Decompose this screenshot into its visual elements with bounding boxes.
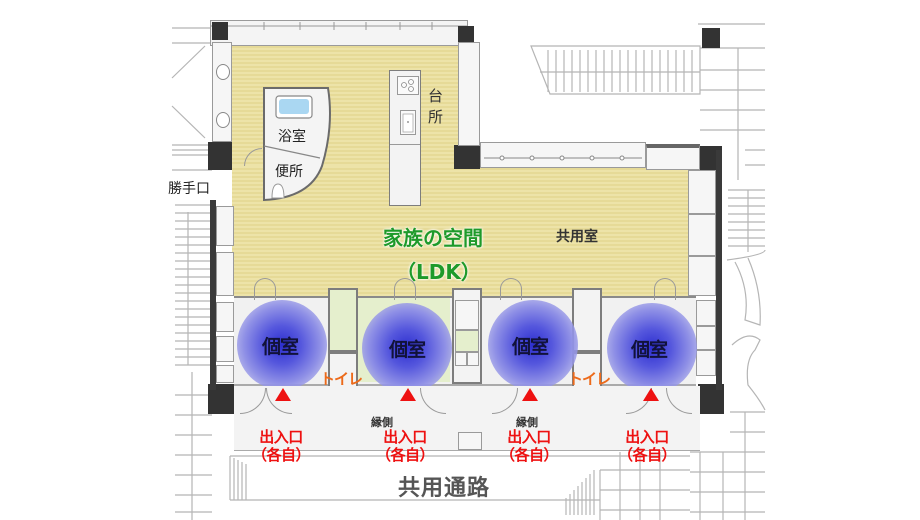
stove-icon	[397, 76, 419, 95]
entry-sub: （各自）	[375, 446, 435, 464]
top-wall-ticks	[210, 22, 468, 30]
private-room-label: 個室	[389, 339, 426, 361]
window-circle	[216, 112, 230, 128]
pillar	[458, 26, 474, 42]
entry-arrow-icon	[522, 388, 538, 401]
corridor-label: 共用通路	[398, 476, 491, 501]
private-room-label: 個室	[512, 336, 549, 358]
closet-partition	[572, 288, 602, 352]
pillar	[702, 28, 720, 48]
entry-arrow-icon	[275, 388, 291, 401]
pillar	[212, 22, 228, 40]
pillar	[208, 142, 232, 170]
entry-sub: （各自）	[499, 446, 559, 464]
left-shelves	[216, 302, 234, 332]
sink-icon	[400, 110, 416, 135]
entry-label-1: 出入口 （各自）	[244, 428, 318, 464]
kitchen-right-wall	[458, 42, 480, 146]
left-shelves	[216, 252, 234, 296]
toilet-label: トイレ	[320, 370, 363, 388]
right-shelf	[696, 350, 716, 376]
closet-shelf	[455, 330, 479, 352]
entry-arrow-icon	[400, 388, 416, 401]
ldk-floor-main	[232, 166, 688, 296]
private-rooms-bottom	[234, 384, 696, 386]
kitchen-label-1: 台	[428, 87, 444, 105]
right-wall	[716, 150, 722, 390]
entry-label-4: 出入口 （各自）	[610, 428, 684, 464]
private-room-label: 個室	[262, 336, 299, 358]
engawa-label: 縁側	[371, 416, 393, 429]
entry-arrow-icon	[643, 388, 659, 401]
door-arc	[500, 278, 522, 300]
door-arc	[254, 278, 276, 300]
private-room-4[interactable]	[607, 303, 697, 393]
engawa-step	[458, 432, 482, 450]
closet-partition	[328, 288, 358, 352]
pillar	[454, 145, 480, 169]
entry-text: 出入口	[625, 428, 669, 446]
entry-label-3: 出入口 （各自）	[492, 428, 566, 464]
closet-shelf	[467, 352, 479, 366]
left-wall-lower	[210, 200, 216, 390]
balcony-rail	[484, 155, 642, 161]
window-circle	[216, 64, 230, 80]
kitchen-label-2: 所	[428, 108, 444, 126]
entry-label-2: 出入口 （各自）	[368, 428, 442, 464]
door-arc	[654, 278, 676, 300]
right-shelf	[696, 300, 716, 326]
toilet-label: トイレ	[568, 370, 611, 388]
right-shelf	[696, 326, 716, 350]
back-door-label: 勝手口	[168, 178, 210, 198]
private-room-label: 個室	[631, 339, 668, 361]
right-shelf	[688, 214, 716, 256]
kitchen-divider	[390, 144, 420, 145]
bathroom-unit	[263, 87, 331, 202]
balcony-strip	[480, 142, 646, 168]
top-wall-strip	[210, 20, 468, 46]
left-shelves	[216, 206, 234, 246]
entry-text: 出入口	[383, 428, 427, 446]
private-room-1[interactable]	[237, 300, 327, 390]
engawa-label: 縁側	[516, 416, 538, 429]
closet-shelf	[455, 352, 467, 366]
left-shelves	[216, 365, 234, 383]
left-shelves	[216, 336, 234, 362]
bathroom-label: 浴室	[278, 129, 306, 145]
closet-shelf	[455, 300, 479, 330]
entry-text: 出入口	[507, 428, 551, 446]
door-arc	[394, 278, 416, 300]
right-shelf	[688, 256, 716, 296]
entry-sub: （各自）	[251, 446, 311, 464]
private-room-2[interactable]	[362, 303, 452, 393]
right-shelf	[688, 170, 716, 214]
entry-sub: （各自）	[617, 446, 677, 464]
private-room-3[interactable]	[488, 300, 578, 390]
shared-room-label: 共用室	[556, 229, 598, 245]
entry-text: 出入口	[259, 428, 303, 446]
balcony-box	[646, 144, 700, 170]
toilet-main-label: 便所	[275, 164, 303, 180]
ldk-title: 家族の空間	[383, 226, 483, 250]
